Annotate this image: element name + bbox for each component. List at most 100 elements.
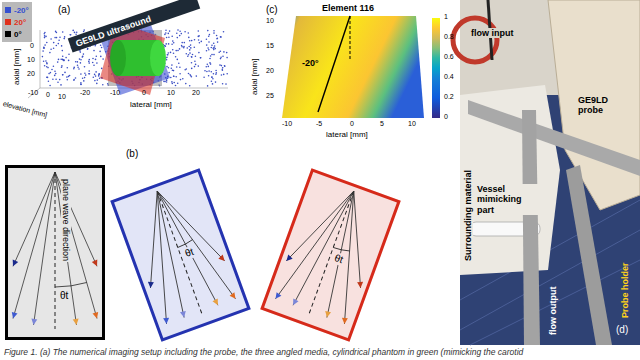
scatter-point: [83, 31, 85, 33]
scatter-point: [226, 52, 228, 54]
scatter-point: [57, 61, 59, 63]
scatter-point: [54, 37, 56, 39]
scatter-point: [175, 50, 177, 52]
scatter-point: [177, 83, 179, 85]
scatter-point: [88, 73, 90, 75]
scatter-point: [184, 42, 186, 44]
scatter-point: [96, 55, 98, 57]
arrow-head: [12, 312, 18, 319]
scatter-point: [167, 54, 169, 56]
scatter-point: [223, 31, 225, 33]
scatter-point: [88, 61, 90, 63]
scatter-point: [58, 39, 60, 41]
scatter-point: [64, 72, 66, 74]
scatter-point: [44, 47, 46, 49]
scatter-point: [67, 79, 69, 81]
colorbar-tick: 0.6: [444, 53, 454, 61]
scatter-point: [43, 47, 45, 49]
scatter-point: [84, 73, 86, 75]
scatter-point: [53, 47, 55, 49]
angle-arc: [55, 283, 87, 288]
scatter-point: [189, 49, 191, 51]
plot-title: Element 116: [322, 3, 374, 13]
scatter-point: [62, 31, 64, 33]
scatter-point: [206, 39, 208, 41]
scatter-point: [93, 50, 95, 52]
scatter-point: [198, 30, 200, 32]
scatter-point: [80, 84, 82, 86]
photo-label: Vessel mimicking part: [476, 184, 540, 215]
angle-label: θt: [332, 252, 346, 266]
scatter-point: [98, 75, 100, 77]
wave-ray: [309, 191, 387, 324]
scatter-point: [211, 54, 213, 56]
scatter-point: [208, 66, 210, 68]
medium-box: θt: [260, 168, 401, 341]
arrow-head: [212, 298, 220, 306]
scatter-point: [164, 81, 166, 83]
scatter-point: [226, 57, 228, 59]
axis-title: axial [mm]: [250, 59, 259, 95]
arrow-head: [73, 319, 79, 325]
scatter-point: [46, 76, 48, 78]
scatter-point: [211, 47, 213, 49]
scatter-point: [188, 37, 190, 39]
scatter-point: [168, 52, 170, 54]
scatter-point: [63, 59, 65, 61]
scatter-point: [200, 57, 202, 59]
scatter-point: [213, 49, 215, 51]
scatter-point: [62, 74, 64, 76]
scatter-point: [222, 55, 224, 57]
scatter-point: [48, 81, 50, 83]
scatter-point: [66, 76, 68, 78]
drawing-part: [68, 0, 201, 53]
scatter-point: [212, 78, 214, 80]
scatter-point: [176, 32, 178, 34]
scatter-point: [207, 30, 209, 32]
scatter-point: [89, 73, 91, 75]
scatter-point: [173, 42, 175, 44]
scatter-point: [178, 63, 180, 65]
scatter-point: [198, 65, 200, 67]
scatter-point: [183, 46, 185, 48]
scatter-point: [83, 29, 85, 31]
wave-ray: [309, 191, 370, 317]
arrow-head: [179, 310, 187, 318]
wave-ray: [140, 191, 201, 317]
tick-label: 20: [192, 89, 200, 97]
tick-label: -10: [282, 120, 292, 128]
scatter-point: [180, 79, 182, 81]
tick-label: 0: [46, 91, 50, 99]
panel-letter: (a): [58, 4, 70, 16]
scatter-point: [44, 44, 46, 46]
scatter-point: [88, 62, 90, 64]
scatter-point: [188, 54, 190, 56]
scatter-point: [226, 73, 228, 75]
tick-label: 0: [350, 120, 354, 128]
scatter-point: [85, 74, 87, 76]
scatter-point: [83, 53, 85, 55]
scatter-point: [171, 43, 173, 45]
scatter-point: [172, 40, 174, 42]
scatter-point: [223, 51, 225, 53]
wave-ray: [122, 191, 200, 324]
wave-fan: [264, 172, 397, 338]
panel-letter: (b): [126, 148, 138, 160]
scatter-point: [211, 81, 213, 83]
drawing-part: [150, 40, 166, 76]
scatter-point: [92, 62, 94, 64]
scatter-point: [214, 45, 216, 47]
scatter-point: [198, 35, 200, 37]
scatter-point: [44, 65, 46, 67]
tick-label: 25: [266, 92, 274, 100]
scatter-point: [98, 73, 100, 75]
panel-letter: (c): [266, 4, 278, 16]
scatter-point: [171, 64, 173, 66]
scatter-point: [206, 66, 208, 68]
scatter-point: [181, 33, 183, 35]
legend-swatch: [5, 31, 11, 37]
scatter-point: [168, 33, 170, 35]
wave-ray: [55, 172, 97, 266]
axis-title: lateral [mm]: [130, 100, 172, 109]
